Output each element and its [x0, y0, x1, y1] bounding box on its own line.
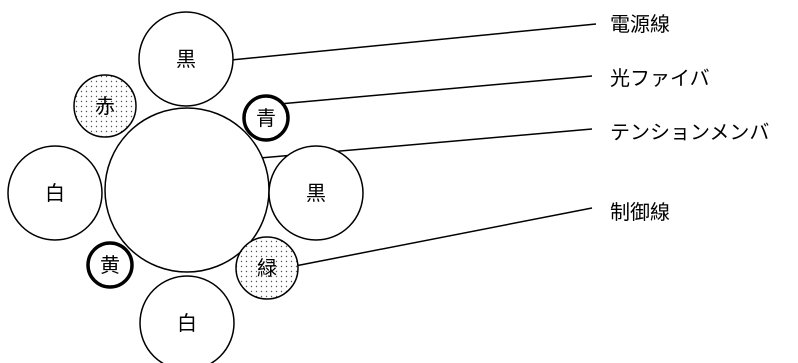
- wire-green-label: 緑: [257, 256, 277, 280]
- wire-top-black-label: 黒: [176, 47, 196, 71]
- wire-red-label: 赤: [95, 94, 115, 118]
- callout-optical-fiber: 光ファイバ: [610, 66, 710, 90]
- leader-line-control: [289, 207, 593, 268]
- wire-right-black-label: 黒: [306, 181, 326, 205]
- callout-power-line: 電源線: [610, 12, 670, 36]
- wire-right-black: 黒: [268, 145, 364, 241]
- wire-green: 緑: [235, 236, 299, 300]
- wire-left-white: 白: [7, 145, 103, 241]
- wire-blue: 青: [242, 94, 290, 142]
- wire-yellow-label: 黄: [100, 253, 120, 277]
- leader-line-power: [230, 23, 597, 61]
- wire-red: 赤: [73, 74, 137, 138]
- wire-bottom-white: 白: [139, 275, 235, 363]
- wire-bottom-white-label: 白: [177, 311, 197, 335]
- wire-yellow: 黄: [86, 241, 134, 289]
- wire-top-black: 黒: [138, 11, 234, 107]
- wire-left-white-label: 白: [45, 181, 65, 205]
- callout-tension-member: テンションメンバ: [610, 120, 769, 144]
- leader-line-optical-fiber: [267, 75, 593, 106]
- wire-blue-label: 青: [256, 106, 276, 130]
- callout-control-line: 制御線: [610, 200, 670, 224]
